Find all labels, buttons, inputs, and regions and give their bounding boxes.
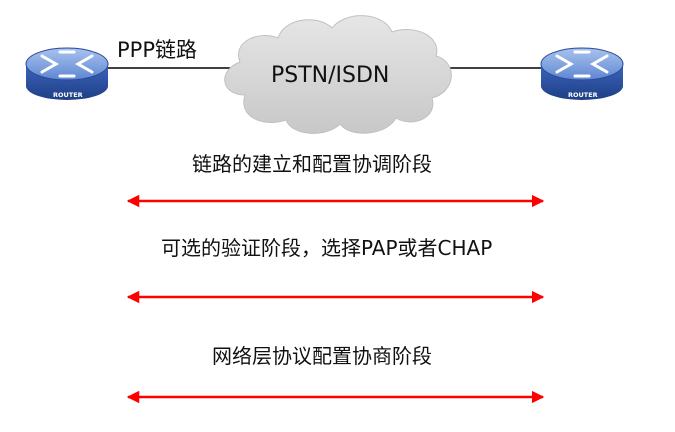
phase-label-authentication: 可选的验证阶段，选择PAP或者CHAP (161, 236, 493, 260)
router-label: ROUTER (568, 91, 598, 99)
cloud-label: PSTN/ISDN (271, 63, 390, 88)
ppp-link-label: PPP链路 (117, 38, 197, 62)
phase-label-link-establishment: 链路的建立和配置协调阶段 (192, 152, 432, 176)
phase-label-network-layer: 网络层协议配置协商阶段 (212, 344, 432, 368)
router-icon: ROUTER (540, 47, 624, 100)
router-label: ROUTER (53, 91, 83, 99)
pstn-cloud (224, 15, 452, 134)
router-icon: ROUTER (25, 47, 109, 100)
